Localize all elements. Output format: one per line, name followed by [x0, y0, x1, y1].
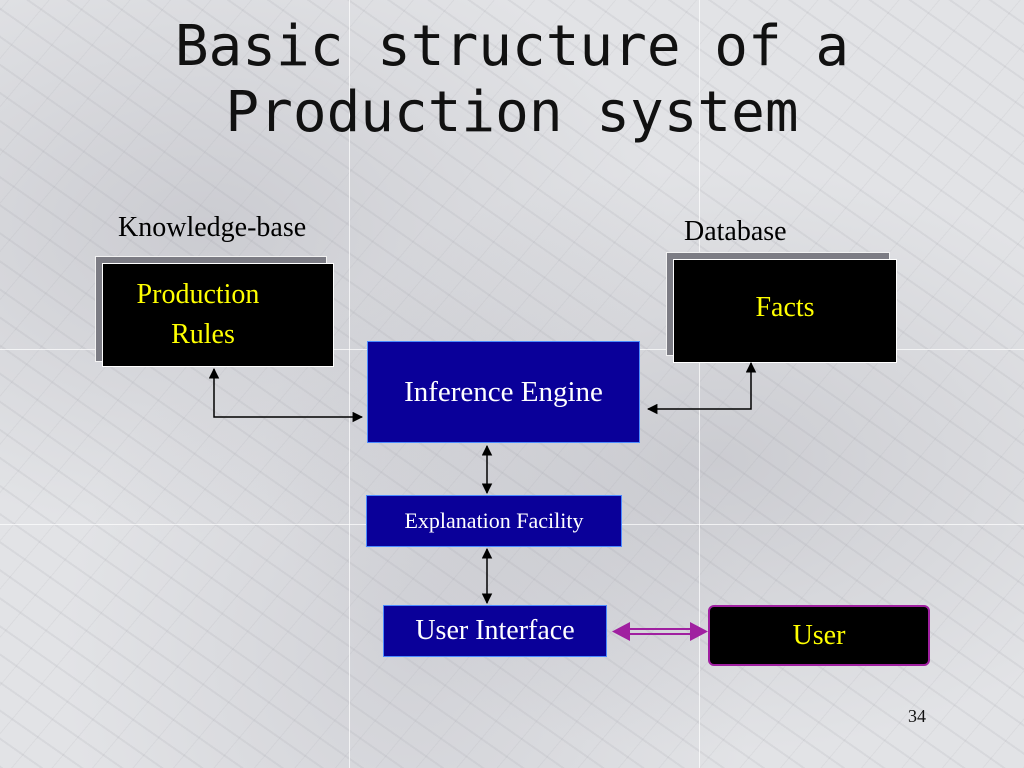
- knowledge-base-label: Knowledge-base: [118, 212, 307, 243]
- user-label: User: [792, 619, 846, 651]
- inference-engine-label: Inference Engine: [404, 375, 603, 408]
- user-interface-label: User Interface: [415, 615, 575, 646]
- production-rules-box: Production Rules: [102, 263, 334, 367]
- page-number: 34: [908, 706, 926, 726]
- rules-engine-arrow: [208, 367, 364, 423]
- ui-user-arrow: [612, 622, 708, 641]
- user-interface-box: User Interface: [383, 605, 607, 657]
- facts-engine-arrow: [646, 361, 757, 415]
- facts-label: Facts: [755, 292, 815, 323]
- inference-engine-box: Inference Engine: [367, 341, 640, 443]
- database-label: Database: [684, 216, 787, 247]
- facts-box: Facts: [673, 259, 897, 363]
- production-rules-line-2: Rules: [171, 319, 235, 350]
- slide-title: Basic structure of a Production system: [0, 14, 1024, 146]
- slide-title-line-1: Basic structure of a: [174, 14, 850, 79]
- slide-title-line-2: Production system: [225, 80, 799, 145]
- explanation-facility-box: Explanation Facility: [366, 495, 622, 547]
- explanation-facility-label: Explanation Facility: [404, 508, 584, 533]
- user-box: User: [708, 605, 930, 666]
- production-rules-line-1: Production: [136, 279, 260, 310]
